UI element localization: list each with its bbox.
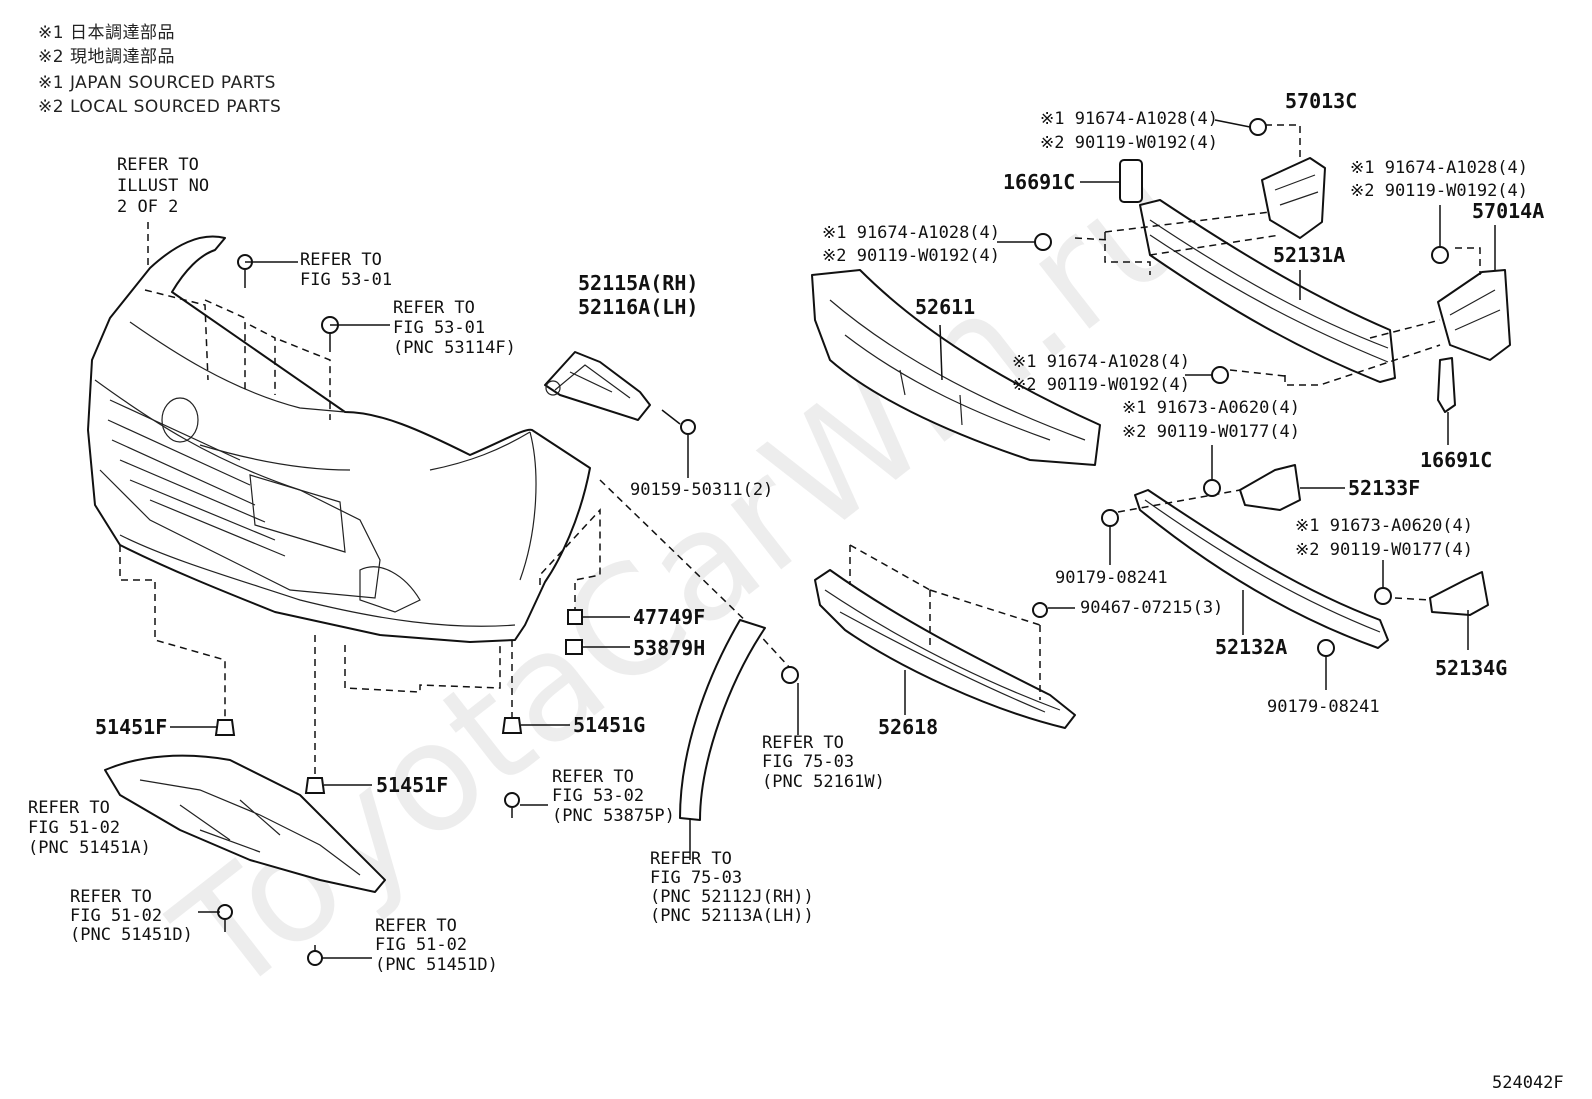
sourcing-notes: ※1 日本調達部品 ※2 現地調達部品 ※1 JAPAN SOURCED PAR…	[38, 23, 281, 117]
label-refer-51-02-a: REFER TO FIG 51-02 (PNC 51451A)	[28, 798, 151, 858]
label-52134g: 52134G	[1435, 656, 1507, 680]
note-4: ※2 LOCAL SOURCED PARTS	[38, 97, 281, 117]
front-bumper-cover	[87, 235, 591, 643]
label-52133f: 52133F	[1348, 476, 1420, 500]
label-52132a: 52132A	[1215, 635, 1287, 659]
extension-52134g	[1429, 571, 1489, 616]
absorber-52618	[814, 569, 1076, 729]
label-52611: 52611	[915, 295, 975, 319]
leader-lines	[170, 119, 1496, 959]
bracket-57014a	[1437, 269, 1511, 361]
label-bolt-lower-a: ※1 91673-A0620(4) ※2 90119-W0177(4)	[1122, 398, 1310, 442]
label-51451f-b: 51451F	[376, 773, 448, 797]
label-refer-53-01-a: REFER TO FIG 53-01	[300, 250, 392, 290]
label-52618: 52618	[878, 715, 938, 739]
energy-absorber-52611	[811, 269, 1101, 466]
label-refer-75-03-a: REFER TO FIG 75-03 (PNC 52161W)	[762, 733, 885, 792]
pad-16691c-lower	[1437, 357, 1456, 413]
label-bolt-mid: ※1 91674-A1028(4) ※2 90119-W0192(4)	[1012, 352, 1200, 395]
engine-under-cover	[104, 754, 386, 893]
label-refer-53-01-b: REFER TO FIG 53-01 (PNC 53114F)	[393, 298, 516, 358]
fender-liner-strip	[679, 619, 766, 860]
label-47749f: 47749F	[633, 605, 705, 629]
label-refer-53-02: REFER TO FIG 53-02 (PNC 53875P)	[552, 767, 675, 826]
label-16691c-a: 16691C	[1003, 170, 1075, 194]
label-51451g: 51451G	[573, 713, 645, 737]
label-refer-51-02-d2: REFER TO FIG 51-02 (PNC 51451D)	[375, 916, 498, 975]
label-bolt-lower-b: ※1 91673-A0620(4) ※2 90119-W0177(4)	[1295, 516, 1483, 560]
label-90159: 90159-50311(2)	[630, 480, 773, 500]
pad-16691c-upper	[1119, 159, 1143, 203]
label-52131a: 52131A	[1273, 243, 1345, 267]
right-guide-lines	[1074, 124, 1481, 601]
label-53879h: 53879H	[633, 636, 705, 660]
label-16691c-b: 16691C	[1420, 448, 1492, 472]
label-52115a: 52115A(RH)	[578, 271, 698, 295]
bumper-reinforcement-52131a	[1139, 199, 1396, 383]
lower-reinforcement-52132a	[1134, 489, 1389, 649]
labels: REFER TO ILLUST NO 2 OF 2 REFER TO FIG 5…	[28, 89, 1564, 1093]
figure-id: 524042F	[1492, 1073, 1564, 1093]
label-bolt-left: ※1 91674-A1028(4) ※2 90119-W0192(4)	[822, 223, 1010, 266]
label-57013c: 57013C	[1285, 89, 1357, 113]
label-90179-b: 90179-08241	[1267, 697, 1380, 717]
bracket-57013c	[1261, 157, 1326, 239]
label-refer-illust: REFER TO ILLUST NO 2 OF 2	[117, 155, 219, 217]
label-refer-75-03-b: REFER TO FIG 75-03 (PNC 52112J(RH)) (PNC…	[650, 849, 824, 926]
label-90467: 90467-07215(3)	[1080, 598, 1223, 618]
label-57014a: 57014A	[1472, 199, 1544, 223]
note-2: ※2 現地調達部品	[38, 47, 175, 67]
label-51451f-a: 51451F	[95, 715, 167, 739]
cover-guide-lines	[119, 222, 791, 780]
side-spacer-bracket	[544, 351, 651, 421]
label-90179-a: 90179-08241	[1055, 568, 1168, 588]
label-refer-51-02-d1: REFER TO FIG 51-02 (PNC 51451D)	[70, 887, 193, 945]
label-bolt-right: ※1 91674-A1028(4) ※2 90119-W0192(4)	[1350, 158, 1538, 201]
note-1: ※1 日本調達部品	[38, 23, 175, 43]
extension-52133f	[1239, 464, 1301, 511]
absorber-52618-guides	[849, 544, 1041, 700]
label-bolt-top: ※1 91674-A1028(4) ※2 90119-W0192(4)	[1040, 109, 1228, 153]
label-52116a: 52116A(LH)	[578, 295, 698, 319]
note-3: ※1 JAPAN SOURCED PARTS	[38, 73, 276, 93]
